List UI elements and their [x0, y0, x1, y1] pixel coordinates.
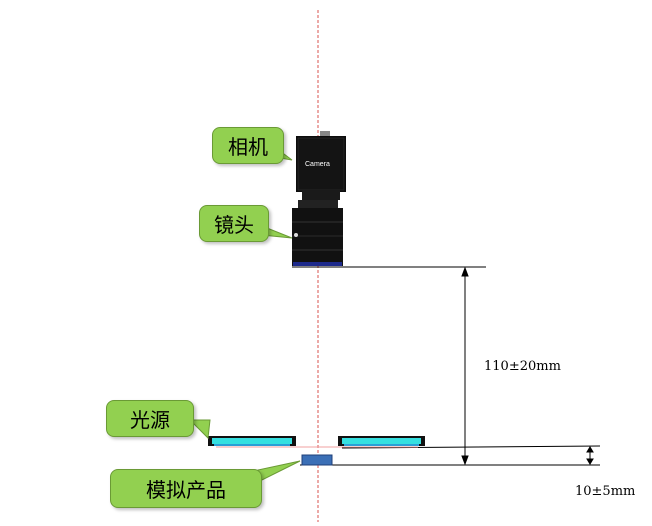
product-callout: 模拟产品	[110, 469, 262, 508]
product-label: 模拟产品	[146, 478, 226, 502]
light-callout-pointer	[188, 419, 211, 440]
camera-label: 相机	[228, 135, 268, 159]
lens-label: 镜头	[214, 213, 254, 237]
light-source-label: 光源	[130, 408, 170, 432]
light-source-callout: 光源	[106, 400, 194, 437]
camera-body-text: Camera	[305, 161, 330, 168]
light-height-label: 10±5mm	[575, 484, 636, 499]
light-source	[208, 436, 425, 448]
product-callout-pointer	[257, 460, 301, 483]
working-distance-arrow	[461, 266, 469, 466]
simulated-product	[301, 454, 333, 466]
working-distance-label: 110±20mm	[484, 359, 561, 374]
light-reference-line	[341, 445, 601, 449]
lens-callout: 镜头	[199, 205, 269, 242]
light-height-arrow	[586, 446, 594, 465]
lens-body	[292, 200, 343, 266]
camera-callout: 相机	[212, 127, 284, 164]
camera-body: Camera	[296, 131, 346, 200]
